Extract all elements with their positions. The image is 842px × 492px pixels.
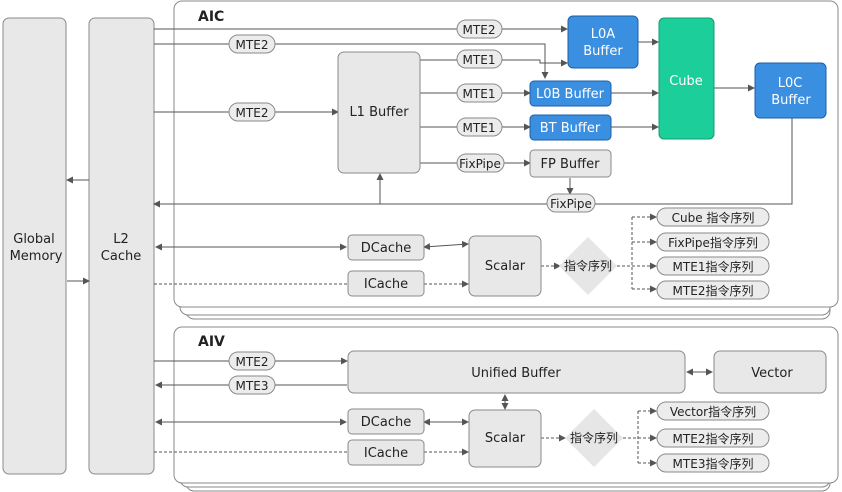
aic-dcache: DCache <box>347 234 425 261</box>
svg-text:MTE2指令序列: MTE2指令序列 <box>673 431 754 446</box>
l0b-buffer: L0B Buffer <box>529 80 612 107</box>
unified-buffer: Unified Buffer <box>347 350 686 394</box>
svg-text:MTE1: MTE1 <box>463 53 496 67</box>
svg-text:MTE1指令序列: MTE1指令序列 <box>673 259 754 274</box>
mte2-pill-l1: MTE2 <box>228 102 276 122</box>
svg-text:FP Buffer: FP Buffer <box>541 157 601 172</box>
fixpipe-pill-bottom: FixPipe <box>546 193 596 213</box>
mte2-pill-top: MTE2 <box>456 19 503 39</box>
svg-text:Unified Buffer: Unified Buffer <box>471 366 561 381</box>
aiv-scalar: Scalar <box>468 409 542 468</box>
aiv-seq-diamond: 指令序列 <box>565 409 623 467</box>
svg-text:指令序列: 指令序列 <box>564 258 612 273</box>
l0c-buffer: L0C Buffer <box>754 62 827 119</box>
svg-text:DCache: DCache <box>361 241 411 256</box>
aic-queue-mte1: MTE1指令序列 <box>656 256 770 276</box>
svg-text:MTE2: MTE2 <box>463 23 496 37</box>
svg-text:FixPipe: FixPipe <box>459 157 501 171</box>
svg-text:MTE1: MTE1 <box>463 121 496 135</box>
svg-text:MTE3: MTE3 <box>236 379 269 393</box>
svg-text:指令序列: 指令序列 <box>570 430 618 445</box>
aic-queue-mte2: MTE2指令序列 <box>656 280 770 300</box>
svg-text:Cube 指令序列: Cube 指令序列 <box>672 210 755 225</box>
aic-queue-fixpipe: FixPipe指令序列 <box>656 232 770 252</box>
svg-text:MTE2: MTE2 <box>236 355 269 369</box>
svg-text:ICache: ICache <box>364 446 408 461</box>
svg-text:L0C: L0C <box>778 76 803 91</box>
aic-title: AIC <box>198 9 224 25</box>
mte3-pill-aiv: MTE3 <box>228 375 276 395</box>
aic-queue-cube: Cube 指令序列 <box>656 207 770 227</box>
svg-text:Cube: Cube <box>669 74 703 89</box>
l1-buffer: L1 Buffer <box>337 51 421 174</box>
mte1-pill-l0b: MTE1 <box>456 83 503 103</box>
svg-text:L0A: L0A <box>591 27 616 42</box>
aiv-queue-vector: Vector指令序列 <box>656 401 770 421</box>
aiv-queue-mte3: MTE3指令序列 <box>656 453 770 473</box>
mte2-pill-aiv: MTE2 <box>228 351 276 371</box>
mte2-pill-l0b: MTE2 <box>228 34 276 54</box>
fixpipe-pill-fp: FixPipe <box>456 153 505 173</box>
aic-icache: ICache <box>347 270 425 297</box>
svg-text:Vector指令序列: Vector指令序列 <box>670 404 756 419</box>
svg-text:ICache: ICache <box>364 277 408 292</box>
svg-text:DCache: DCache <box>361 415 411 430</box>
svg-text:Vector: Vector <box>751 366 793 381</box>
svg-text:FixPipe指令序列: FixPipe指令序列 <box>668 235 758 250</box>
aic-seq-diamond: 指令序列 <box>559 237 617 295</box>
global-memory: Global Memory <box>2 17 67 475</box>
svg-text:MTE1: MTE1 <box>463 87 496 101</box>
aiv-dcache: DCache <box>347 408 425 435</box>
svg-text:Memory: Memory <box>10 249 63 264</box>
aiv-queue-mte2: MTE2指令序列 <box>656 428 770 448</box>
svg-text:L0B Buffer: L0B Buffer <box>536 87 605 102</box>
svg-text:MTE2: MTE2 <box>236 38 269 52</box>
mte1-pill-bt: MTE1 <box>456 117 503 137</box>
aiv-icache: ICache <box>347 439 425 466</box>
svg-text:Scalar: Scalar <box>485 259 526 274</box>
l0a-buffer: L0A Buffer <box>567 15 639 69</box>
svg-text:BT Buffer: BT Buffer <box>540 121 601 136</box>
svg-text:Scalar: Scalar <box>485 431 526 446</box>
svg-text:MTE3指令序列: MTE3指令序列 <box>673 456 754 471</box>
svg-text:Cache: Cache <box>101 249 141 264</box>
mte1-pill-l0a: MTE1 <box>456 49 503 69</box>
svg-text:Buffer: Buffer <box>771 93 811 108</box>
svg-text:Global: Global <box>13 232 54 247</box>
svg-text:MTE2: MTE2 <box>236 106 269 120</box>
cube-unit: Cube <box>658 17 715 140</box>
aiv-title: AIV <box>198 334 225 350</box>
l2-cache: L2 Cache <box>88 17 155 475</box>
svg-text:Buffer: Buffer <box>583 44 623 59</box>
vector-unit: Vector <box>713 350 827 394</box>
svg-text:FixPipe: FixPipe <box>550 197 592 211</box>
svg-text:L1 Buffer: L1 Buffer <box>349 105 409 120</box>
fp-buffer: FP Buffer <box>529 149 612 178</box>
svg-text:L2: L2 <box>113 232 129 247</box>
bt-buffer: BT Buffer <box>529 114 612 141</box>
aic-scalar: Scalar <box>468 235 542 297</box>
svg-text:MTE2指令序列: MTE2指令序列 <box>673 283 754 298</box>
